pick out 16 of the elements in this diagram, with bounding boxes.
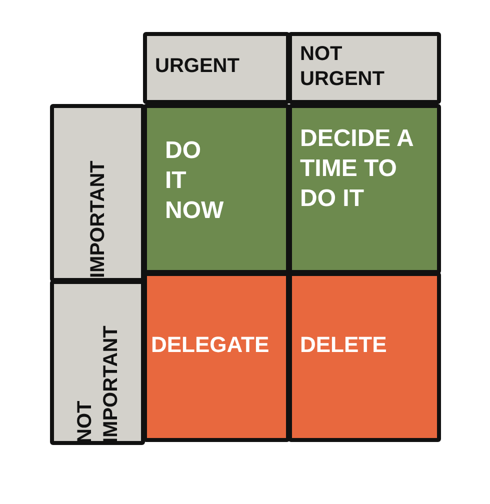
quadrant-label: NOT IMPORTANT (72, 324, 122, 442)
row-header-cell (50, 104, 145, 282)
header-cell (288, 32, 441, 104)
quadrant-label: DO IT NOW (165, 136, 225, 226)
quadrant-panel (143, 104, 290, 274)
quadrant-label: DELEGATE (151, 331, 270, 358)
quadrant-label: DELETE (300, 331, 388, 358)
quadrant-panel (288, 104, 441, 274)
quadrant-label: URGENT (155, 54, 240, 79)
quadrant-label: IMPORTANT (86, 160, 110, 278)
quadrant-label: DECIDE A TIME TO DO IT (300, 124, 414, 214)
quadrant-panel (143, 272, 290, 442)
header-cell (143, 32, 290, 104)
quadrant-label: NOT URGENT (300, 42, 386, 92)
row-header-cell (50, 280, 145, 445)
quadrant-panel (288, 272, 441, 442)
